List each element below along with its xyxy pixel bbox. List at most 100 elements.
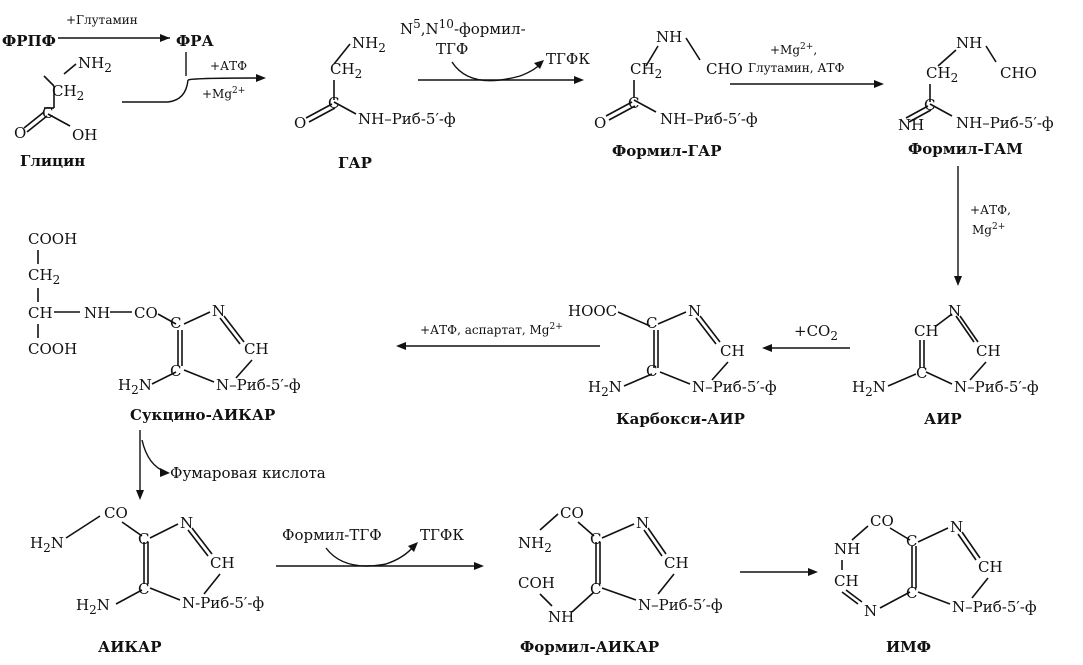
carboxy-air-name: Карбокси-АИР — [616, 410, 745, 428]
imp-structure: CO NH N CH CH N N–Риб-5′-ф ИМФ — [834, 512, 1037, 656]
formyl-gam-structure: NH CHO CH2 NH NH–Риб-5′-ф Формил-ГАМ — [898, 34, 1054, 158]
formyl-gar-rib: NH–Риб-5′-ф — [660, 110, 758, 128]
formyl-aicar-coh: COH — [518, 574, 555, 592]
air-ring-c: C — [916, 364, 927, 382]
reaction2-cofactor-line2: ТГФ — [436, 40, 468, 58]
imp-ch: CH — [978, 558, 1003, 576]
imp-hc: CH — [834, 572, 859, 590]
succino-aicar-cooh-top: COOH — [28, 230, 77, 248]
aicar-co: CO — [104, 504, 128, 522]
imp-n-bottom: N — [864, 602, 877, 620]
formyl-aicar-rib: N–Риб-5′-ф — [638, 596, 723, 614]
formyl-aicar-nh2: NH2 — [518, 534, 552, 555]
imp-name: ИМФ — [886, 638, 931, 656]
reaction2-arrow — [418, 60, 584, 84]
formyl-gam-cho: CHO — [1000, 64, 1037, 82]
aicar-h2n: H2N — [76, 596, 110, 617]
air-structure: N CH CH H2N N–Риб-5′-ф АИР — [852, 302, 1039, 428]
imp-co: CO — [870, 512, 894, 530]
reaction5-arrow — [762, 344, 850, 352]
succino-aicar-cooh-bottom: COOH — [28, 340, 77, 358]
gar-rib: NH–Риб-5′-ф — [358, 110, 456, 128]
reaction8-cofactor: Формил-ТГФ — [282, 526, 382, 544]
imp-nh: NH — [834, 540, 860, 558]
succino-aicar-ring-c1: C — [170, 314, 181, 332]
reaction9-arrow — [740, 568, 818, 576]
succino-aicar-ch: CH — [28, 304, 53, 322]
reaction7-arrow — [136, 430, 170, 500]
glycine-name: Глицин — [20, 152, 85, 170]
gar-nh2: NH2 — [352, 34, 386, 55]
air-rib: N–Риб-5′-ф — [954, 378, 1039, 396]
gar-carbon: C — [328, 94, 339, 112]
reaction2-cofactor: N5,N10-формил- — [400, 17, 526, 38]
reaction6-label: +АТФ, аспартат, Mg2+ — [420, 322, 563, 337]
formyl-gam-carbon: C — [924, 96, 935, 114]
formyl-gar-name: Формил-ГАР — [612, 142, 722, 160]
succino-aicar-rib: N–Риб-5′-ф — [216, 376, 301, 394]
reaction8-arrow — [276, 542, 484, 570]
glycine-oxygen: O — [14, 124, 26, 142]
glycine-nh2: NH2 — [78, 54, 112, 75]
aicar-rib: N-Риб-5′-ф — [182, 594, 264, 612]
reaction3-mg-label: +Mg2+, — [770, 42, 817, 57]
reaction1-arrow — [58, 34, 170, 42]
formyl-aicar-ch: CH — [664, 554, 689, 572]
imp-ring-c2: C — [906, 584, 917, 602]
succino-aicar-n: N — [212, 302, 225, 320]
formyl-gam-nh: NH — [956, 34, 982, 52]
carboxy-air-ring-c1: C — [646, 314, 657, 332]
aicar-ch: CH — [210, 554, 235, 572]
carboxy-air-ring-c2: C — [646, 362, 657, 380]
carboxy-air-structure: HOOC N CH H2N N–Риб-5′-ф Карбокси-АИР — [568, 302, 777, 428]
reaction5-co2-label: +CO2 — [794, 322, 838, 343]
frpf-label: ФРПФ — [2, 32, 56, 50]
aicar-n: N — [180, 514, 193, 532]
gar-ch2: CH2 — [330, 60, 362, 81]
carboxy-air-h2n: H2N — [588, 378, 622, 399]
formyl-aicar-structure: CO NH2 N CH COH NH N–Риб-5′-ф Формил-АИК… — [518, 504, 723, 656]
carboxy-air-ch: CH — [720, 342, 745, 360]
formyl-gar-ch2: CH2 — [630, 60, 662, 81]
reaction1-mg-label: +Mg2+ — [202, 86, 245, 101]
aicar-name: АИКАР — [98, 638, 162, 656]
glycine-ch2: CH2 — [52, 82, 84, 103]
aicar-structure: CO H2N N CH H2N N-Риб-5′-ф АИКАР — [30, 504, 264, 656]
gar-name: ГАР — [338, 154, 372, 172]
air-n: N — [948, 302, 961, 320]
air-name: АИР — [924, 410, 962, 428]
formyl-gar-cho: CHO — [706, 60, 743, 78]
formyl-aicar-ring-c2: C — [590, 580, 601, 598]
formyl-gar-carbon: C — [628, 94, 639, 112]
succino-aicar-ch2: CH2 — [28, 266, 60, 287]
aicar-ring-c2: C — [138, 580, 149, 598]
formyl-aicar-name: Формил-АИКАР — [520, 638, 659, 656]
reaction6-arrow — [396, 342, 600, 350]
formyl-gam-ch2: CH2 — [926, 64, 958, 85]
formyl-gar-oxygen: O — [594, 114, 606, 132]
succino-aicar-ring-ch: CH — [244, 340, 269, 358]
succino-aicar-structure: COOH CH2 CH NH CO COOH N CH H2N N–Риб-5′… — [28, 230, 301, 424]
aicar-h2n-top: H2N — [30, 534, 64, 555]
reaction1-atp-label: +АТФ — [210, 59, 247, 73]
formyl-aicar-co: CO — [560, 504, 584, 522]
air-ch: CH — [914, 322, 939, 340]
formyl-aicar-n: N — [636, 514, 649, 532]
glycine-oh: OH — [72, 126, 97, 144]
reaction4-atp-label: +АТФ, — [970, 203, 1011, 217]
imp-n-ring: N — [950, 518, 963, 536]
formyl-aicar-nh: NH — [548, 608, 574, 626]
reaction8-product: ТГФК — [420, 526, 464, 544]
formyl-gam-rib: NH–Риб-5′-ф — [956, 114, 1054, 132]
formyl-gar-nh: NH — [656, 28, 682, 46]
reaction3-glutamine-atp: Глутамин, АТФ — [748, 61, 844, 75]
succino-aicar-co: CO — [134, 304, 158, 322]
air-h2n: H2N — [852, 378, 886, 399]
gar-oxygen: O — [294, 114, 306, 132]
carboxy-air-n: N — [688, 302, 701, 320]
formyl-gam-imine: NH — [898, 116, 924, 134]
reaction3-arrow — [730, 80, 884, 88]
succino-aicar-h2n: H2N — [118, 376, 152, 397]
gar-structure: NH2 CH2 O NH–Риб-5′-ф ГАР — [294, 34, 456, 172]
